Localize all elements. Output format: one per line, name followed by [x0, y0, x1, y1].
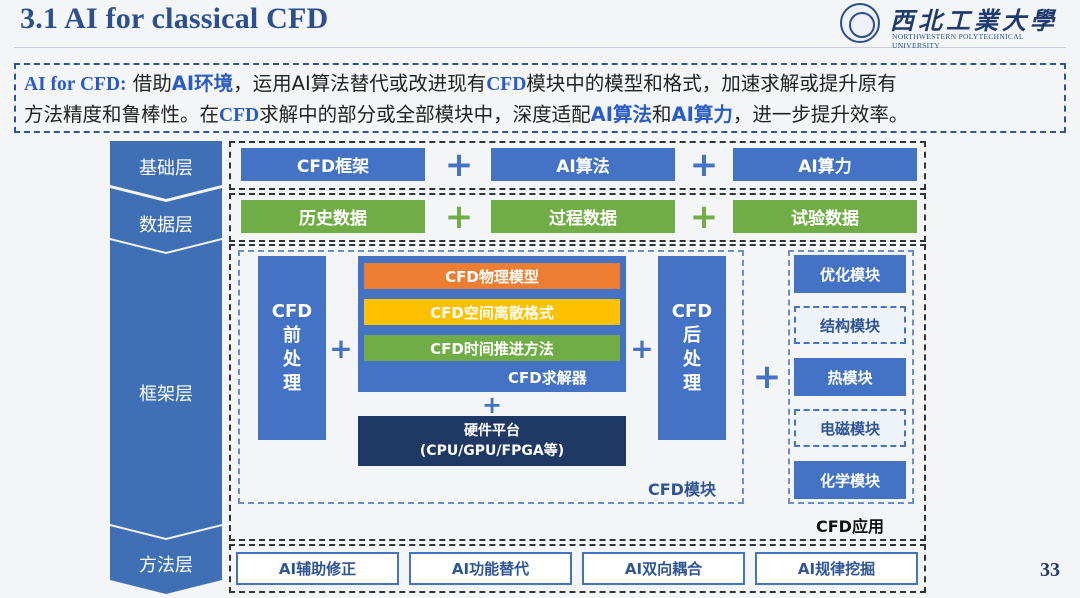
intro-highlight: AI环境 [171, 72, 234, 95]
app-optimization-module: 优化模块 [794, 255, 906, 293]
solver-physical-model: CFD物理模型 [364, 263, 620, 289]
intro-box: AI for CFD: 借助AI环境，运用AI算法替代或改进现有CFD模块中的模… [14, 63, 1066, 133]
pre-label-char: 前 [283, 325, 301, 346]
solver-time-advance: CFD时间推进方法 [364, 335, 620, 361]
intro-highlight: AI算力 [671, 103, 733, 126]
cfd-app-caption: CFD应用 [816, 517, 884, 536]
intro-highlight: AI算法 [590, 103, 652, 126]
solver-spatial-scheme: CFD空间离散格式 [364, 299, 620, 325]
base-row [229, 141, 926, 190]
base-item-cfd-framework: CFD框架 [241, 148, 425, 181]
intro-line-1: AI for CFD: 借助AI环境，运用AI算法替代或改进现有CFD模块中的模… [24, 69, 1056, 100]
method-ai-replacement: AI功能替代 [409, 552, 572, 585]
layer-framework-label: 框架层 [139, 384, 193, 405]
intro-highlight: CFD [219, 105, 260, 126]
intro-text: 方法精度和鲁棒性。在 [24, 103, 220, 126]
cfd-app-box [788, 250, 914, 504]
logo-english-name: NORTHWESTERN POLYTECHNICAL UNIVERSITY [892, 32, 1024, 50]
cfd-module-box [238, 250, 744, 504]
intro-text: 和 [651, 103, 672, 126]
intro-highlight: CFD [486, 74, 527, 95]
intro-text: ，进一步提升效率。 [732, 103, 909, 126]
intro-line-2: 方法精度和鲁棒性。在CFD求解中的部分或全部模块中，深度适配AI算法和AI算力，… [24, 100, 1056, 131]
pre-label-char: 处 [283, 349, 301, 370]
post-label-cfd: CFD [671, 301, 713, 322]
pre-processing-block: CFD 前 处 理 [258, 256, 326, 440]
layer-base: 基础层 [110, 141, 222, 199]
hardware-platform-block: 硬件平台 (CPU/GPU/FPGA等) [358, 416, 626, 466]
layer-data-label: 数据层 [139, 215, 193, 236]
hardware-title: 硬件平台 [464, 423, 520, 439]
plus-icon: + [689, 197, 719, 237]
app-thermal-module: 热模块 [794, 358, 906, 396]
app-structure-module: 结构模块 [794, 306, 906, 344]
university-emblem-icon [840, 3, 880, 43]
framework-row [229, 244, 926, 541]
method-ai-coupling: AI双向耦合 [582, 552, 745, 585]
logo-chinese-name: 西北工業大學 [890, 6, 1058, 35]
slide-title: 3.1 AI for classical CFD [20, 2, 329, 35]
data-item-history: 历史数据 [241, 200, 425, 233]
solver-label: CFD求解器 [508, 369, 587, 387]
method-ai-discovery: AI规律挖掘 [755, 552, 918, 585]
pre-label-cfd: CFD [271, 301, 313, 322]
post-processing-block: CFD 后 处 理 [658, 256, 726, 440]
intro-text: 借助 [126, 72, 172, 95]
university-logo: 西北工業大學 NORTHWESTERN POLYTECHNICAL UNIVER… [840, 1, 1070, 50]
base-item-ai-algorithm: AI算法 [491, 148, 675, 181]
cfd-module-caption: CFD模块 [648, 480, 716, 499]
intro-text: 模块中的模型和格式，加速求解或提升原有 [526, 72, 897, 95]
intro-label: AI for CFD: [24, 74, 127, 95]
method-ai-correction: AI辅助修正 [236, 552, 399, 585]
layer-base-label: 基础层 [139, 158, 193, 179]
plus-icon: + [444, 145, 474, 185]
plus-icon: + [444, 197, 474, 237]
plus-icon: + [689, 145, 719, 185]
plus-icon: + [752, 357, 782, 397]
intro-text: ，运用AI算法替代或改进现有 [233, 72, 487, 95]
layer-data: 数据层 [110, 188, 222, 252]
data-item-experiment: 试验数据 [733, 200, 917, 233]
layer-framework: 框架层 [110, 240, 222, 538]
app-chemistry-module: 化学模块 [794, 461, 906, 499]
post-label-char: 理 [683, 373, 701, 394]
page-number: 33 [1040, 559, 1060, 581]
plus-icon: + [630, 332, 654, 365]
post-label-char: 处 [683, 349, 701, 370]
pre-label-char: 理 [283, 373, 301, 394]
plus-icon: + [329, 332, 353, 365]
title-divider [14, 47, 1066, 48]
data-item-process: 过程数据 [491, 200, 675, 233]
post-label-char: 后 [683, 325, 701, 346]
intro-text: 求解中的部分或全部模块中，深度适配 [259, 103, 591, 126]
plus-icon: + [481, 391, 503, 419]
data-row [229, 193, 926, 242]
method-row [229, 544, 926, 593]
layer-method-label: 方法层 [139, 555, 193, 576]
app-electromagnetic-module: 电磁模块 [794, 409, 906, 447]
base-item-ai-compute: AI算力 [733, 148, 917, 181]
hardware-detail: (CPU/GPU/FPGA等) [419, 443, 565, 459]
